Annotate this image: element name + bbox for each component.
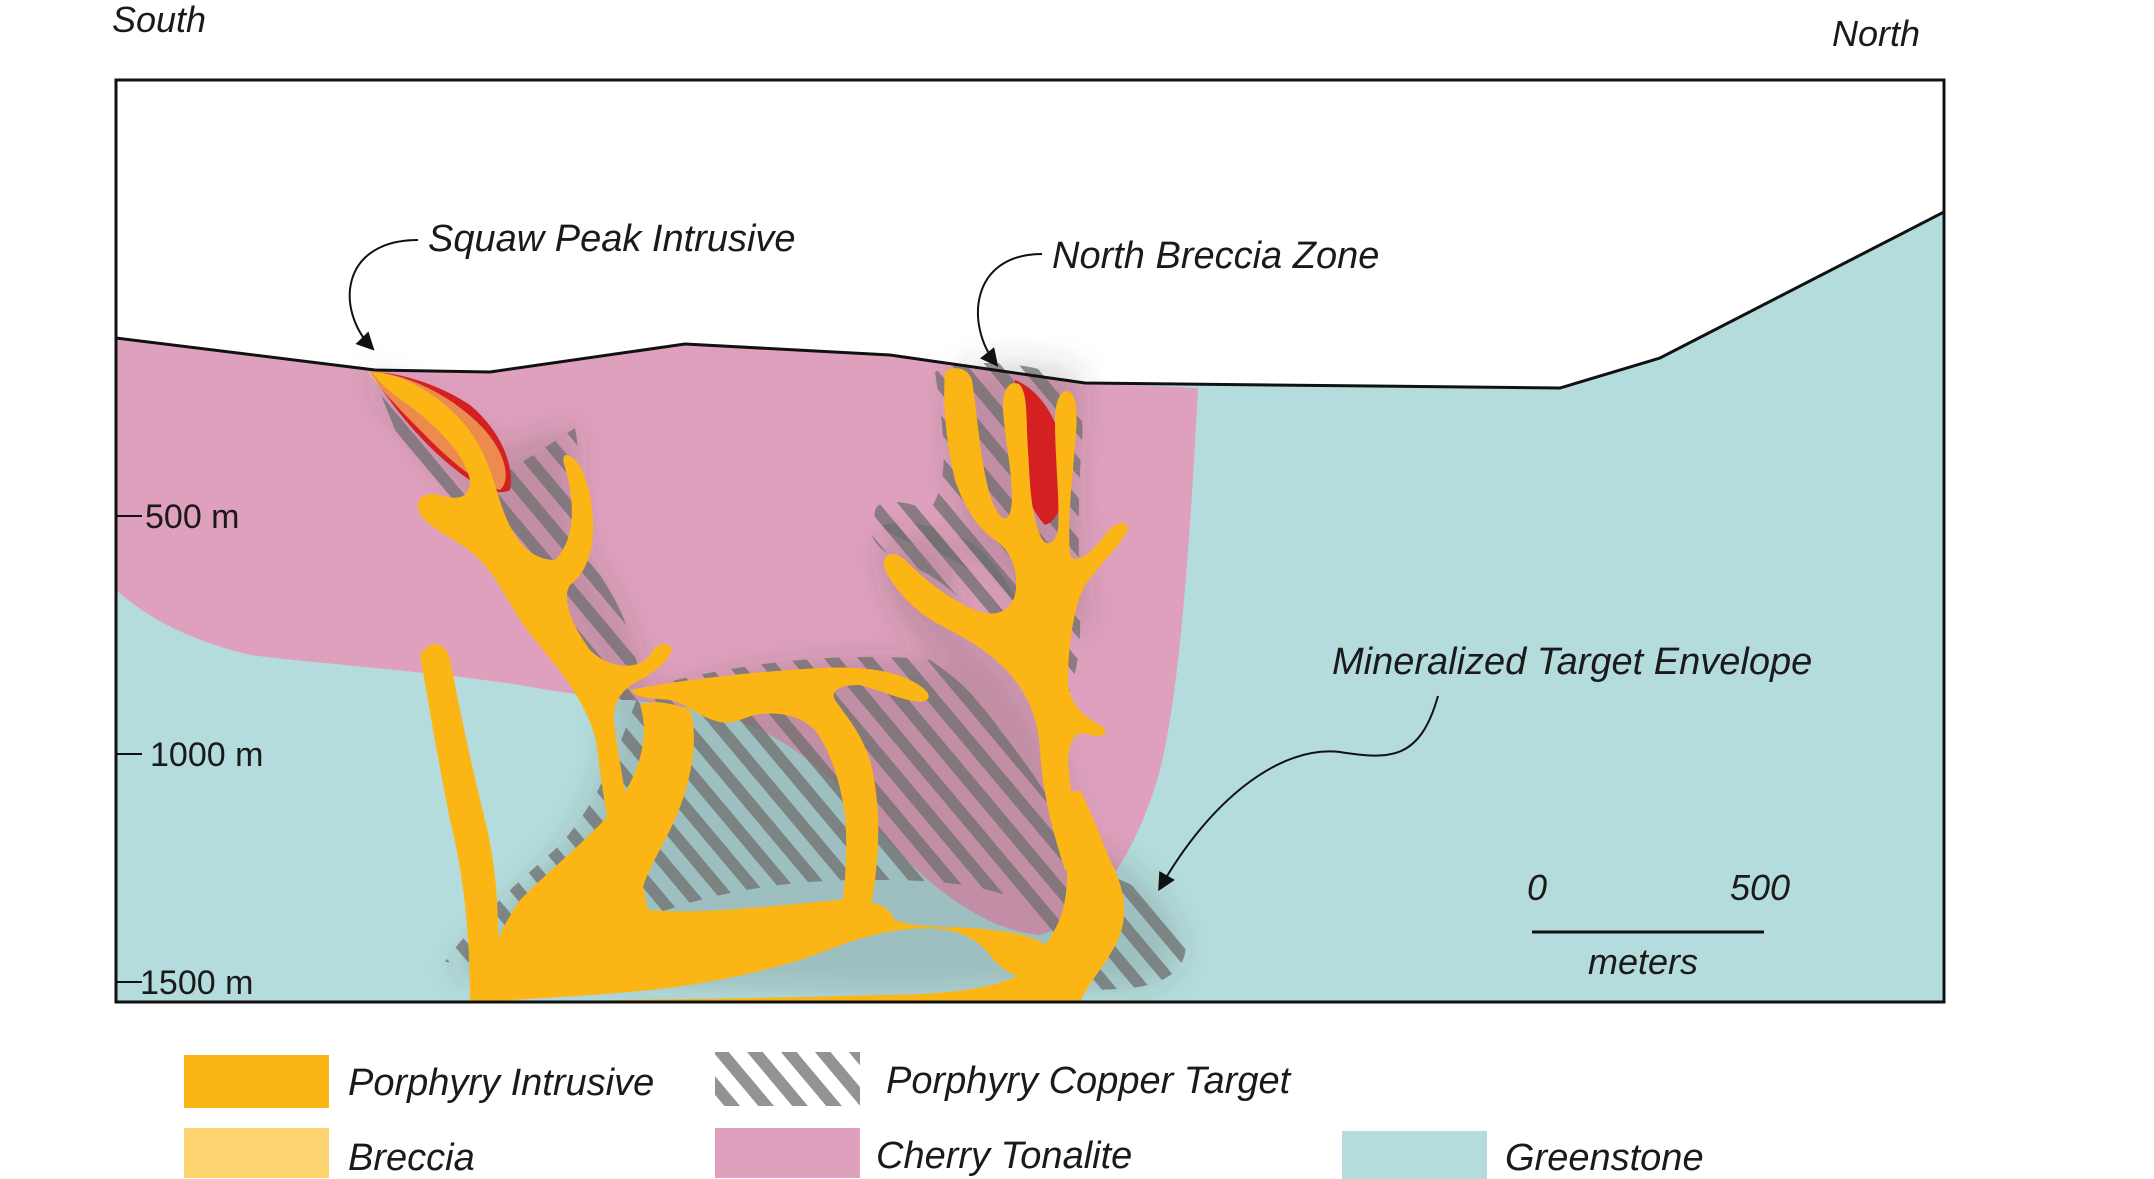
callout-north-breccia-zone: North Breccia Zone [1052, 235, 1379, 277]
legend-swatch-breccia [184, 1128, 329, 1178]
porphyry-intrusive [372, 368, 1128, 1002]
legend-swatch-cherry-tonalite [715, 1128, 860, 1178]
legend-label-cherry-tonalite: Cherry Tonalite [876, 1135, 1132, 1177]
callout-mineralized-target-envelope: Mineralized Target Envelope [1332, 641, 1812, 683]
callout-arrow-target-envelope [1158, 695, 1439, 892]
legend-swatch-greenstone [1342, 1131, 1487, 1179]
section-border [114, 78, 1946, 1004]
legend-label-porphyry-intrusive: Porphyry Intrusive [348, 1062, 654, 1104]
callout-squaw-peak-intrusive: Squaw Peak Intrusive [428, 218, 796, 260]
scale-bar-end: 500 [1730, 867, 1790, 908]
depth-label-1500: 1500 m [140, 964, 253, 1002]
section-frame [116, 80, 1944, 1002]
legend-label-greenstone: Greenstone [1505, 1137, 1704, 1179]
direction-south: South [112, 0, 206, 40]
legend-swatch-porphyry-copper-target [715, 1052, 860, 1106]
callout-arrow-north-breccia [976, 253, 1043, 367]
legend-label-breccia: Breccia [348, 1137, 475, 1179]
ground-surface-line [116, 210, 1944, 390]
direction-north: North [1832, 13, 1920, 54]
callout-arrow-squaw-peak [348, 239, 419, 351]
scale-bar-unit: meters [1588, 941, 1698, 982]
depth-axis: 500 m 1000 m 1500 m [116, 498, 263, 1002]
legend: Porphyry Intrusive Breccia Porphyry Copp… [184, 1052, 1704, 1179]
legend-label-porphyry-copper-target: Porphyry Copper Target [886, 1060, 1292, 1102]
legend-swatch-porphyry-intrusive [184, 1055, 329, 1108]
depth-label-1000: 1000 m [150, 736, 263, 774]
depth-label-500: 500 m [145, 498, 240, 536]
scale-bar-start: 0 [1527, 867, 1547, 908]
scale-bar: 0 500 meters [1527, 867, 1790, 982]
